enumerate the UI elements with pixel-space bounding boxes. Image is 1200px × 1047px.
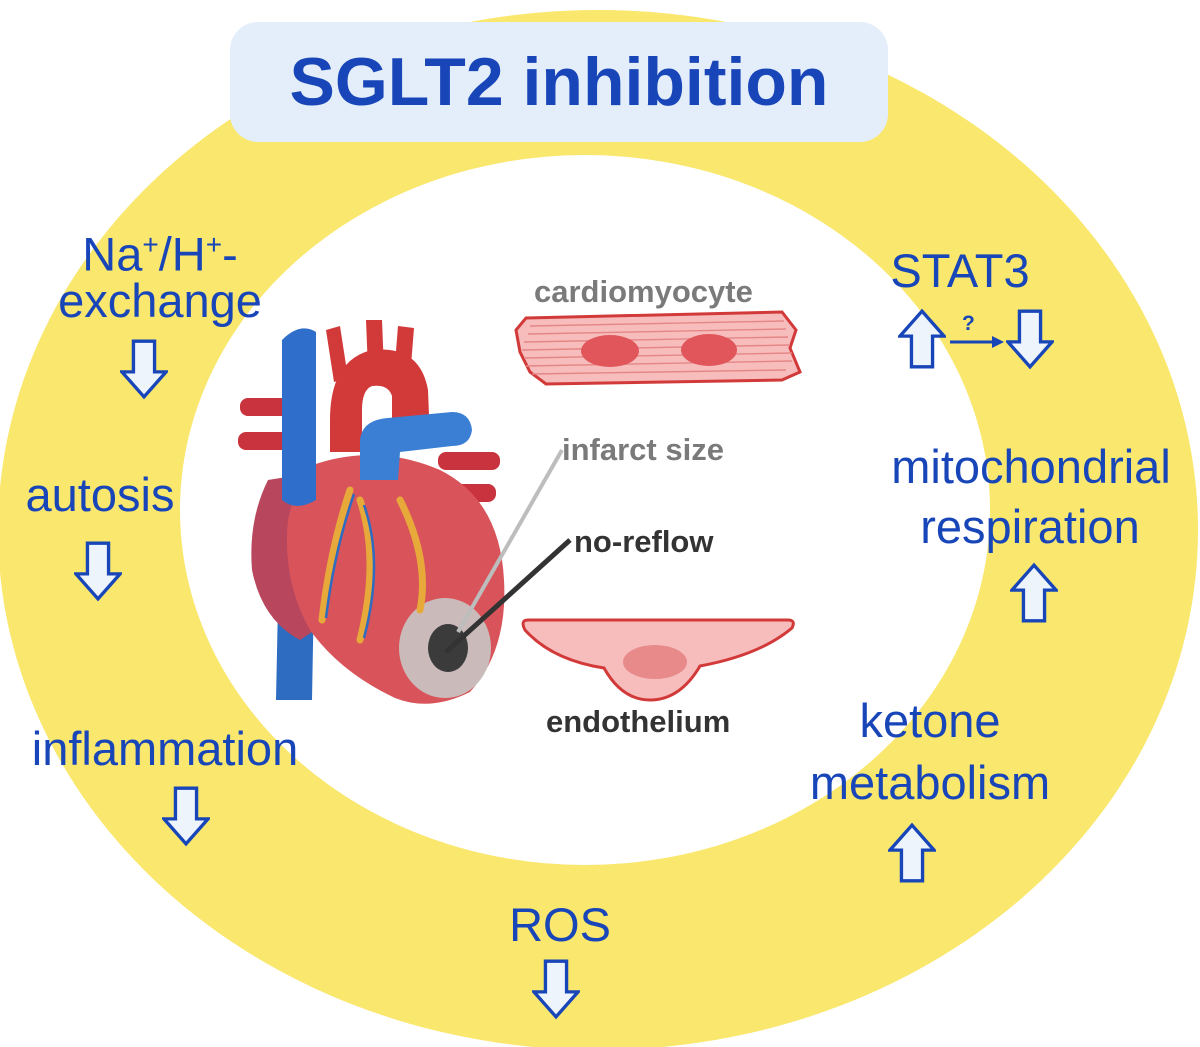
cardiomyocyte-illustration [514,310,802,386]
h-charge: + [205,229,223,260]
ketone-label: ketone [859,694,1001,747]
na-charge: + [142,229,159,260]
heart-illustration [238,320,505,704]
outer-ring [0,10,1198,1047]
metabolism-label: metabolism [809,756,1051,809]
endothelium-illustration [521,618,795,702]
infarct-size-label: infarct size [562,432,724,467]
inflammation-label: inflammation [31,722,299,775]
autosis-label: autosis [25,468,175,521]
exchange-label: exchange [58,274,262,327]
h-text: /H [158,227,206,281]
na-text: Na [82,227,143,281]
no-reflow-pointer [444,538,572,654]
ros-label: ROS [509,898,611,951]
mitochondrial-label: mitochondrial [891,440,1171,493]
infarct-size-pointer [456,449,564,633]
cardiomyocyte-label: cardiomyocyte [534,274,753,309]
endothelium-label: endothelium [546,704,731,739]
stat3-question-mark: ? [962,312,975,335]
diagram-title: SGLT2 inhibition [289,44,829,120]
respiration-label: respiration [920,500,1140,553]
na-h-exchange-label: Na+/H+- [40,218,280,282]
small-arrow-icon [950,336,1004,348]
title-box [230,22,888,142]
no-reflow-label: no-reflow [574,524,714,559]
dash-text: - [222,227,238,281]
stat3-label: STAT3 [890,244,1030,297]
